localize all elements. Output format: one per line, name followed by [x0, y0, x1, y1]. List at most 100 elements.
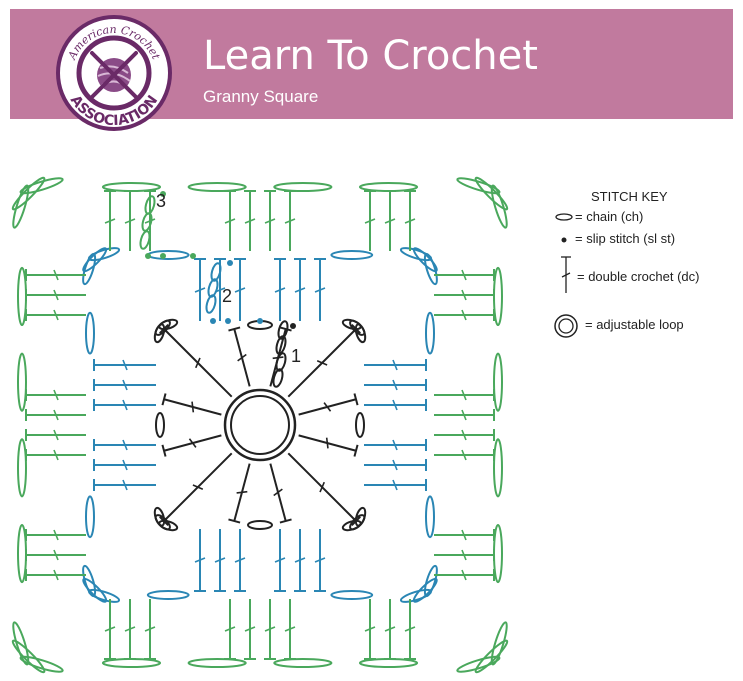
round2-slip-stitch [210, 318, 216, 324]
page-title: Learn To Crochet [203, 33, 538, 79]
american-crochet-association-logo: American Crochet ASSOCIATION [56, 15, 172, 131]
round2-double-crochet-bar [234, 287, 246, 293]
round3-corner-chain [456, 655, 501, 673]
round1-double-crochet-top [159, 324, 169, 334]
round2-corner-chain [399, 588, 433, 603]
round1-start-chain [272, 368, 284, 388]
round3-double-crochet-bar [124, 626, 136, 632]
round3-side-chain [17, 266, 27, 327]
round2-side-chain [146, 250, 190, 260]
round3-double-crochet-bar [461, 309, 467, 321]
round3-double-crochet-bar [461, 569, 467, 581]
round2-slip-stitch [227, 260, 233, 266]
round3-double-crochet-bar [53, 389, 59, 401]
round2-side-chain [425, 311, 435, 355]
round3-double-crochet-bar [461, 389, 467, 401]
round3-slip-stitch [145, 253, 151, 259]
round2-corner-chain [87, 247, 121, 262]
round1-double-crochet-bar [236, 490, 248, 494]
stitch-key-double-crochet: = double crochet (dc) [577, 269, 700, 284]
round2-double-crochet-bar [122, 439, 128, 451]
round3-corner-chain [19, 177, 64, 195]
round2-side-chain [146, 590, 190, 600]
round2-double-crochet-bar [392, 359, 398, 371]
stitch-key-title: STITCH KEY [591, 189, 668, 204]
stitch-key-adjustable-loop: = adjustable loop [585, 317, 684, 332]
round1-start-chain [275, 335, 287, 355]
round3-side-chain [493, 352, 503, 412]
round3-double-crochet-bar [284, 626, 296, 632]
round2-side-chain [85, 495, 95, 539]
round2-side-chain [330, 250, 374, 260]
round3-double-crochet-bar [384, 218, 396, 224]
round2-double-crochet-bar [214, 557, 226, 563]
round3-double-crochet-bar [124, 218, 136, 224]
round1-double-crochet-top [279, 518, 292, 524]
page-subtitle: Granny Square [203, 87, 319, 106]
round2-side-chain [425, 495, 435, 539]
round3-start-chain [139, 230, 151, 250]
round1-double-crochet-bar [192, 484, 204, 490]
round3-slip-stitch [160, 253, 166, 259]
round3-start-chain [141, 212, 153, 232]
round1-double-crochet-bar [316, 360, 328, 366]
round-label-3: 3 [156, 191, 166, 211]
round3-double-crochet-bar [461, 289, 467, 301]
round2-double-crochet-bar [314, 287, 326, 293]
stitch-key-chain: = chain (ch) [575, 209, 644, 224]
granny-square-diagram: 1 2 3 [11, 176, 509, 674]
round1-double-crochet-top [353, 444, 359, 457]
round3-side-chain [187, 658, 247, 668]
adjustable-loop-icon [554, 314, 578, 338]
round3-double-crochet-bar [104, 626, 116, 632]
round3-double-crochet-bar [264, 218, 276, 224]
round2-side-chain [85, 311, 95, 355]
round1-corner-chain [341, 519, 362, 532]
round2-double-crochet-bar [392, 439, 398, 451]
round1-double-crochet-bar [188, 438, 197, 448]
round-label-1: 1 [291, 346, 301, 366]
round3-double-crochet-bar [461, 549, 467, 561]
round1-corner-chain [354, 323, 367, 344]
round1-double-crochet-bar [325, 437, 329, 449]
round3-corner-chain [474, 639, 509, 674]
round3-double-crochet-bar [53, 269, 59, 281]
round1-double-crochet-top [351, 324, 361, 334]
round1-double-crochet-top [279, 326, 292, 332]
round3-double-crochet-bar [53, 409, 59, 421]
round3-double-crochet-bar [461, 409, 467, 421]
round3-double-crochet-bar [53, 529, 59, 541]
round2-double-crochet-bar [274, 287, 286, 293]
round3-corner-chain [474, 176, 509, 211]
round2-double-crochet-bar [122, 479, 128, 491]
round2-double-crochet-bar [274, 557, 286, 563]
round3-corner-chain [490, 184, 508, 229]
round3-side-chain [101, 182, 162, 192]
round2-double-crochet-bar [294, 557, 306, 563]
round3-corner-chain [11, 639, 46, 674]
round1-double-crochet-bar [273, 488, 283, 497]
round3-double-crochet-bar [461, 269, 467, 281]
round3-double-crochet-bar [364, 218, 376, 224]
round2-double-crochet-bar [194, 557, 206, 563]
round1-side-chain [355, 412, 365, 438]
round3-double-crochet-bar [53, 569, 59, 581]
round1-corner-chain [158, 318, 179, 331]
round3-double-crochet-bar [284, 218, 296, 224]
round2-double-crochet-bar [122, 399, 128, 411]
round2-double-crochet-bar [392, 479, 398, 491]
round3-double-crochet-bar [144, 626, 156, 632]
round2-double-crochet-bar [122, 459, 128, 471]
double-crochet-icon [561, 256, 571, 293]
chain-oval-icon [555, 213, 573, 221]
round1-double-crochet-bar [323, 402, 332, 412]
round3-corner-chain [11, 176, 46, 211]
slip-stitch-dot-icon [561, 237, 567, 243]
round2-corner-chain [423, 252, 438, 286]
round2-start-chain [205, 294, 217, 314]
round3-double-crochet-bar [461, 449, 467, 461]
round3-slip-stitch [190, 253, 196, 259]
round1-side-chain [247, 520, 273, 530]
stitch-key-slip-stitch: = slip stitch (sl st) [575, 231, 676, 246]
round1-double-crochet-top [353, 393, 359, 406]
